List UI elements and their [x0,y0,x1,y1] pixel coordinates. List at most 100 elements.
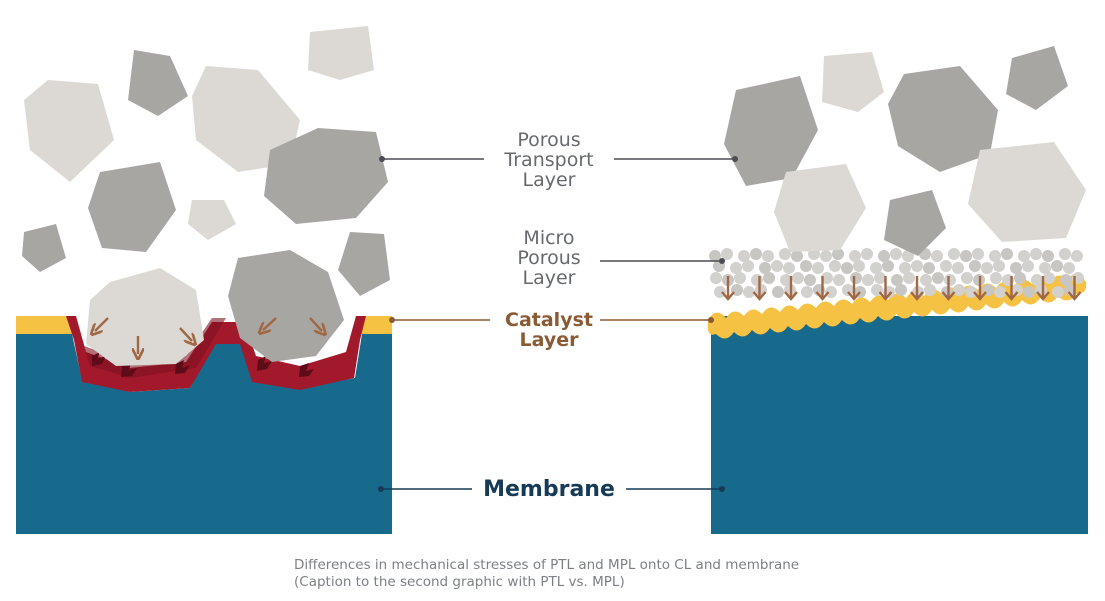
mpl-particle [783,262,795,274]
label-catalyst-line2: Layer [520,329,580,351]
mpl-particle [953,284,965,296]
mpl-particle [990,272,1002,284]
mpl-particle [961,272,973,284]
mpl-particle [944,274,956,286]
label-ptl-line2: Transport [503,149,593,171]
mpl-particle [759,262,771,274]
mpl-particle [850,272,862,284]
force-arrow-head [941,291,956,301]
mpl-particle [743,286,755,298]
mpl-particle [1042,250,1054,262]
mpl-particle [1063,262,1075,274]
mpl-particle [993,260,1005,272]
right-force-arrows [721,276,1082,301]
mpl-particle [762,250,774,262]
mpl-particle [960,250,972,262]
left-stones [22,26,390,366]
mpl-particle [989,250,1001,262]
left-cracks [92,352,314,377]
mpl-particle [734,272,746,284]
force-arrow-head [878,291,893,301]
mpl-particle [791,250,803,262]
mpl-particle [730,262,742,274]
mpl-particle [923,262,935,274]
mpl-particle [1010,262,1022,274]
mpl-particle [1052,286,1064,298]
mpl-particle [842,284,854,296]
left-catalyst-flat-right [358,316,392,334]
right-mpl-particles [709,248,1084,298]
force-arrow-head [973,291,987,301]
mpl-particle [890,248,902,260]
mpl-particle [882,260,894,272]
mpl-particle [821,272,833,284]
mpl-particle [911,260,923,272]
mpl-particle [709,250,721,262]
mpl-particle [801,286,813,298]
mpl-particle [862,274,874,286]
mpl-particle [1035,284,1047,296]
figure-caption: Differences in mechanical stresses of PT… [294,557,800,590]
force-arrow-head [1004,291,1019,301]
force-arrow-head [1036,291,1050,301]
mpl-particle [833,274,845,286]
mpl-particle [853,260,865,272]
mpl-particle [779,248,791,260]
left-membrane [16,334,392,534]
mpl-particle [1001,248,1013,260]
mpl-particle [772,286,784,298]
force-arrow-head [910,291,924,301]
mpl-particle [1023,286,1035,298]
mpl-particle [952,262,964,274]
label-catalyst-line1: Catalyst [505,309,593,331]
label-mpl: Micro Porous Layer [517,227,580,289]
mpl-particle [899,262,911,274]
mpl-particle [1031,274,1043,286]
mpl-particle [1022,260,1034,272]
mpl-particle [721,248,733,260]
mpl-particle [981,262,993,274]
mpl-particle [829,260,841,272]
label-catalyst: Catalyst Layer [505,309,593,351]
mpl-particle [771,260,783,272]
leader-lines [381,158,735,490]
mpl-particle [932,272,944,284]
mpl-particle [878,250,890,262]
mpl-particle [965,286,977,298]
mpl-particle [800,260,812,272]
left-panel [16,26,395,534]
mpl-particle [948,248,960,260]
mpl-particle [780,274,792,286]
mpl-particle [804,274,816,286]
mpl-particle [825,286,837,298]
right-panel [707,46,1088,534]
right-stones [724,46,1086,256]
mpl-particle [1051,260,1063,272]
mpl-particle [920,274,932,286]
label-mpl-line3: Layer [523,267,576,289]
mpl-particle [832,248,844,260]
left-catalyst-flat-left [16,316,74,334]
mpl-particle [812,262,824,274]
mpl-particle [891,274,903,286]
mpl-particle [1030,248,1042,260]
mpl-particle [1059,248,1071,260]
mpl-particle [972,248,984,260]
mpl-particle [738,250,750,262]
mpl-particle [969,260,981,272]
mpl-particle [1060,274,1072,286]
force-arrow-head [752,291,767,301]
mpl-particle [895,284,907,296]
mpl-particle [994,286,1006,298]
mpl-particle [903,272,915,284]
mpl-particle [1064,284,1076,296]
force-arrow-head [784,291,798,301]
left-force-arrows [95,317,322,354]
right-membrane [711,316,1088,534]
mpl-particle [750,248,762,260]
label-membrane: Membrane [483,477,615,502]
mpl-particle [763,272,775,284]
label-ptl-line1: Porous [517,129,580,151]
mpl-particle [710,272,722,284]
